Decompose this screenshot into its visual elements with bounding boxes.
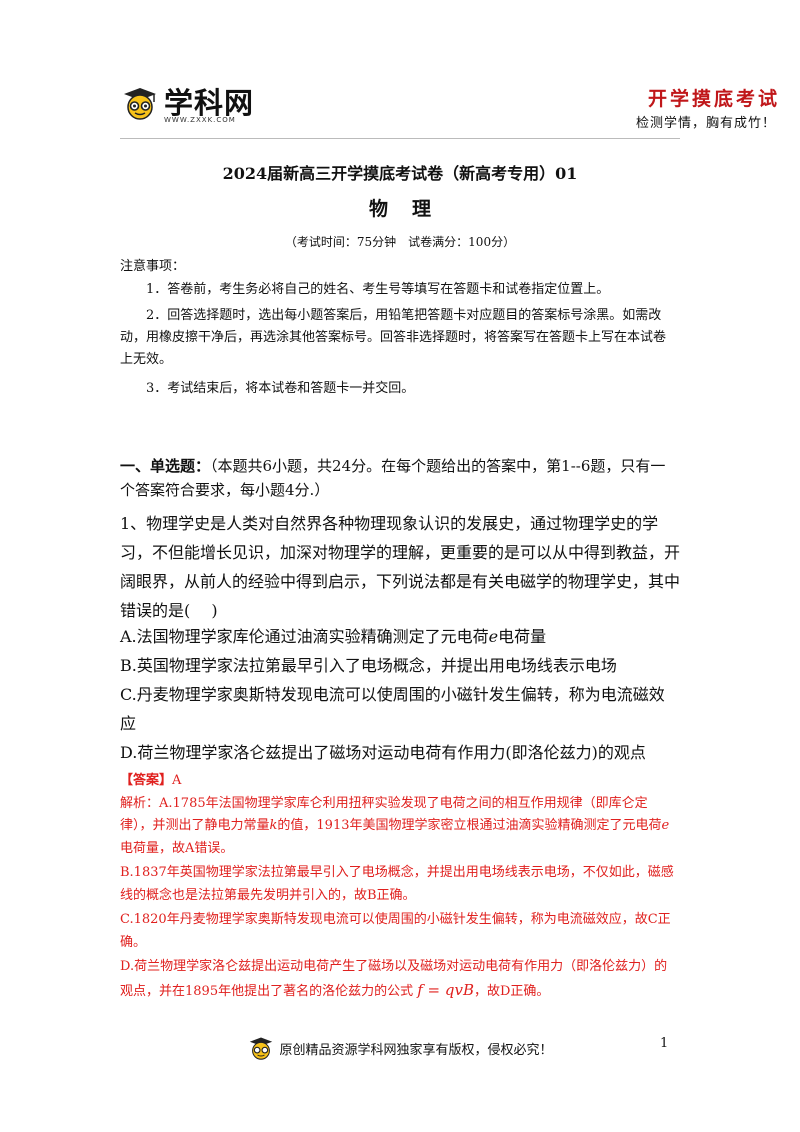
option-d: D.荷兰物理学家洛仑兹提出了磁场对运动电荷有作用力(即洛伦兹力)的观点 (120, 743, 646, 762)
analysis-d-suffix: ，故D正确。 (474, 983, 550, 999)
option-a-suffix: 电荷量 (498, 627, 547, 646)
analysis-a: 解析：A.1785年法国物理学家库仑利用扭秤实验发现了电荷之间的相互作用规律（即… (120, 793, 680, 861)
page-number: 1 (660, 1036, 669, 1051)
exam-stamp-subtitle: 检测学情，胸有成竹！ (636, 116, 777, 131)
analysis-a-text: 解析：A.1785年法国物理学家库仑利用扭秤实验发现了电荷之间的相互作用规律（即… (120, 795, 648, 834)
option-c: C.丹麦物理学家奥斯特发现电流可以使周围的小磁针发生偏转，称为电流磁效应 (120, 685, 665, 733)
lorentz-formula: f = qvB (417, 980, 474, 999)
header-divider (120, 138, 680, 139)
notice-item-2: 2．回答选择题时，选出每小题答案后，用铅笔把答题卡对应题目的答案标号涂黑。如需改… (120, 308, 667, 367)
exam-info: （考试时间：75分钟 试卷满分：100分） (284, 235, 516, 249)
footer: 原创精品资源学科网独家享有版权，侵权必究！ (0, 1036, 800, 1060)
logo-text: 学科网 (164, 86, 255, 120)
analysis-a-text-2: 的值，1913年美国物理学家密立根通过油滴实验精确测定了元电荷 (277, 818, 662, 833)
copyright-notice: 原创精品资源学科网独家享有版权，侵权必究！ (279, 1042, 553, 1058)
analysis-a-text-3: 电荷量，故A错误。 (120, 840, 234, 856)
exam-stamp-title: 开学摸底考试 (648, 88, 781, 110)
question-1-stem: 1、物理学史是人类对自然界各种物理现象认识的发展史，通过物理学史的学习，不但能增… (120, 514, 681, 620)
analysis-c: C.1820年丹麦物理学家奥斯特发现电流可以使周围的小磁针发生偏转，称为电流磁效… (120, 912, 671, 950)
analysis-b: B.1837年英国物理学家法拉第最早引入了电场概念，并提出用电场线表示电场，不仅… (120, 865, 674, 903)
notice-heading: 注意事项： (120, 259, 186, 274)
answer-analysis: 【答案】A 解析：A.1785年法国物理学家库仑利用扭秤实验发现了电荷之间的相互… (120, 770, 680, 1003)
analysis-d-text: D.荷兰物理学家洛仑兹提出运动电荷产生了磁场以及磁场对运动电荷有作用力（即洛伦兹… (120, 959, 668, 999)
subject-title: 物理 (368, 198, 455, 220)
section-description: （本题共6小题，共24分。在每个题给出的答案中，第1--6题，只有一个答案符合要… (120, 457, 666, 499)
notice-item-3: 3．考试结束后，将本试卷和答题卡一并交回。 (146, 381, 415, 396)
option-b: B.英国物理学家法拉第最早引入了电场概念，并提出用电场线表示电场 (120, 656, 617, 675)
analysis-d: D.荷兰物理学家洛仑兹提出运动电荷产生了磁场以及磁场对运动电荷有作用力（即洛伦兹… (120, 956, 680, 1003)
option-a-text: A.法国物理学家库伦通过油滴实验精确测定了元电荷 (120, 627, 489, 646)
option-a: A.法国物理学家库伦通过油滴实验精确测定了元电荷e电荷量 (120, 622, 680, 651)
option-a-variable: e (488, 627, 499, 646)
paper-title: 2024届新高三开学摸底考试卷（新高考专用）01 (222, 164, 578, 183)
answer-label: 【答案】 (120, 773, 173, 788)
notice-item-1: 1．答卷前，考生务必将自己的姓名、考生号等填写在答题卡和试卷指定位置上。 (146, 282, 610, 297)
mascot-face-icon (250, 1037, 273, 1060)
analysis-a-var-k: k (269, 818, 278, 833)
answer-value: A (172, 773, 182, 788)
analysis-a-var-e: e (661, 818, 670, 833)
mascot-face-icon (124, 88, 156, 120)
site-logo: 学科网 WWW.ZXXK.COM (120, 86, 255, 124)
logo-url: WWW.ZXXK.COM (164, 116, 236, 124)
section-heading: 一、单选题： (120, 457, 211, 475)
answer-line: 【答案】A (120, 770, 680, 793)
section-single-choice: 一、单选题：（本题共6小题，共24分。在每个题给出的答案中，第1--6题，只有一… (120, 454, 680, 502)
